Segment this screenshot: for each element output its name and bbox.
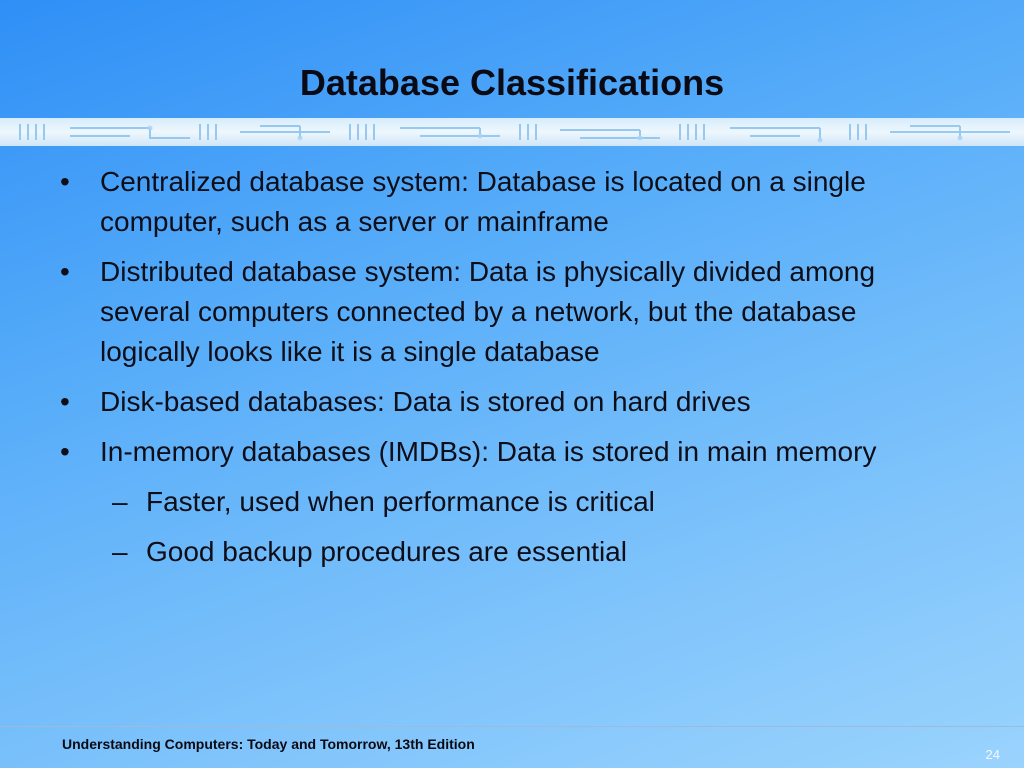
sub-bullet-marker: – bbox=[112, 486, 128, 517]
bullet-text: In-memory databases (IMDBs): Data is sto… bbox=[100, 436, 877, 467]
bullet-item: • Disk-based databases: Data is stored o… bbox=[56, 382, 956, 422]
sub-bullet-item: – Good backup procedures are essential bbox=[56, 532, 956, 572]
bullet-marker: • bbox=[60, 386, 70, 417]
footer-divider bbox=[0, 726, 1024, 727]
bullet-text: Centralized database system: Database is… bbox=[100, 166, 866, 237]
sub-bullet-marker: – bbox=[112, 536, 128, 567]
bullet-marker: • bbox=[60, 166, 70, 197]
slide-title: Database Classifications bbox=[299, 62, 725, 103]
sub-bullet-text: Faster, used when performance is critica… bbox=[146, 486, 655, 517]
bullet-list: • Centralized database system: Database … bbox=[56, 162, 956, 582]
bullet-item: • Distributed database system: Data is p… bbox=[56, 252, 956, 372]
bullet-text: Distributed database system: Data is phy… bbox=[100, 256, 876, 367]
circuit-pattern-graphic bbox=[19, 124, 1010, 143]
sub-bullet-item: – Faster, used when performance is criti… bbox=[56, 482, 956, 522]
bullet-item: • In-memory databases (IMDBs): Data is s… bbox=[56, 432, 956, 472]
bullet-marker: • bbox=[60, 436, 70, 467]
decorative-circuit-band bbox=[0, 118, 1024, 146]
bullet-item: • Centralized database system: Database … bbox=[56, 162, 956, 242]
bullet-text: Disk-based databases: Data is stored on … bbox=[100, 386, 751, 417]
bullet-marker: • bbox=[60, 256, 70, 287]
sub-bullet-text: Good backup procedures are essential bbox=[146, 536, 627, 567]
footer-text: Understanding Computers: Today and Tomor… bbox=[62, 736, 475, 752]
page-number: 24 bbox=[985, 747, 1000, 762]
